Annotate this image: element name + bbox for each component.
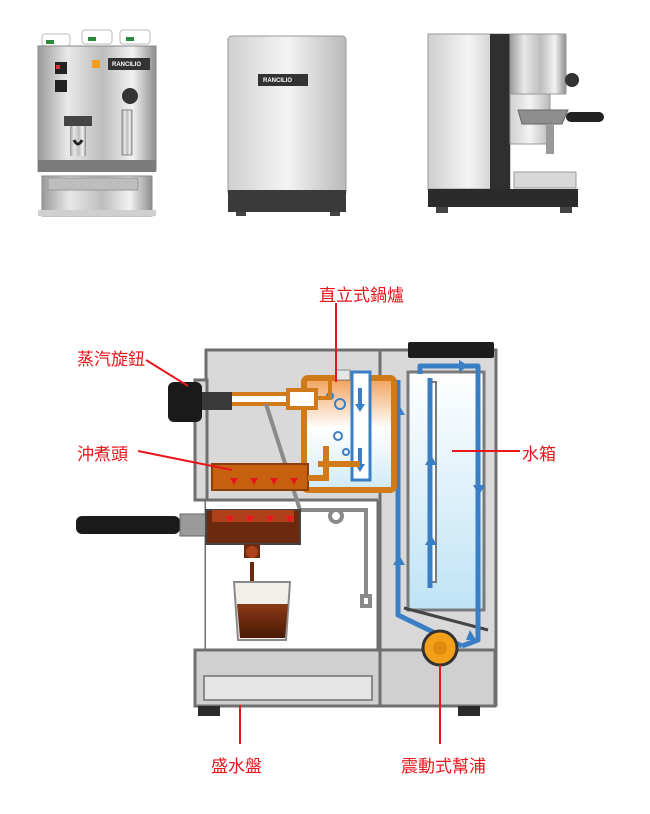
water-tank <box>403 370 489 632</box>
label-drip-tray: 盛水盤 <box>211 757 262 777</box>
machine-profile-view <box>427 33 604 213</box>
espresso-cup <box>232 562 292 641</box>
machine-side-view: RANCILIO <box>227 35 347 216</box>
label-water-tank: 水箱 <box>522 445 556 465</box>
portafilter <box>76 509 301 558</box>
label-steam-knob: 蒸汽旋鈕 <box>77 350 145 370</box>
leader-lines <box>137 303 520 744</box>
label-boiler: 直立式鍋爐 <box>319 286 404 306</box>
steam-circuit <box>168 376 332 422</box>
label-pump: 震動式幫浦 <box>401 757 486 777</box>
drip-tray <box>203 675 373 701</box>
brand-logo-text-side: RANCILIO <box>263 78 292 84</box>
water-flow-arrows <box>393 360 485 640</box>
vibration-pump <box>421 629 459 667</box>
label-group-head: 沖煮頭 <box>77 445 128 465</box>
brand-logo-text: RANCILIO <box>112 62 141 68</box>
steam-wand <box>264 403 372 608</box>
machine-front-view: RANCILIO <box>37 29 157 217</box>
